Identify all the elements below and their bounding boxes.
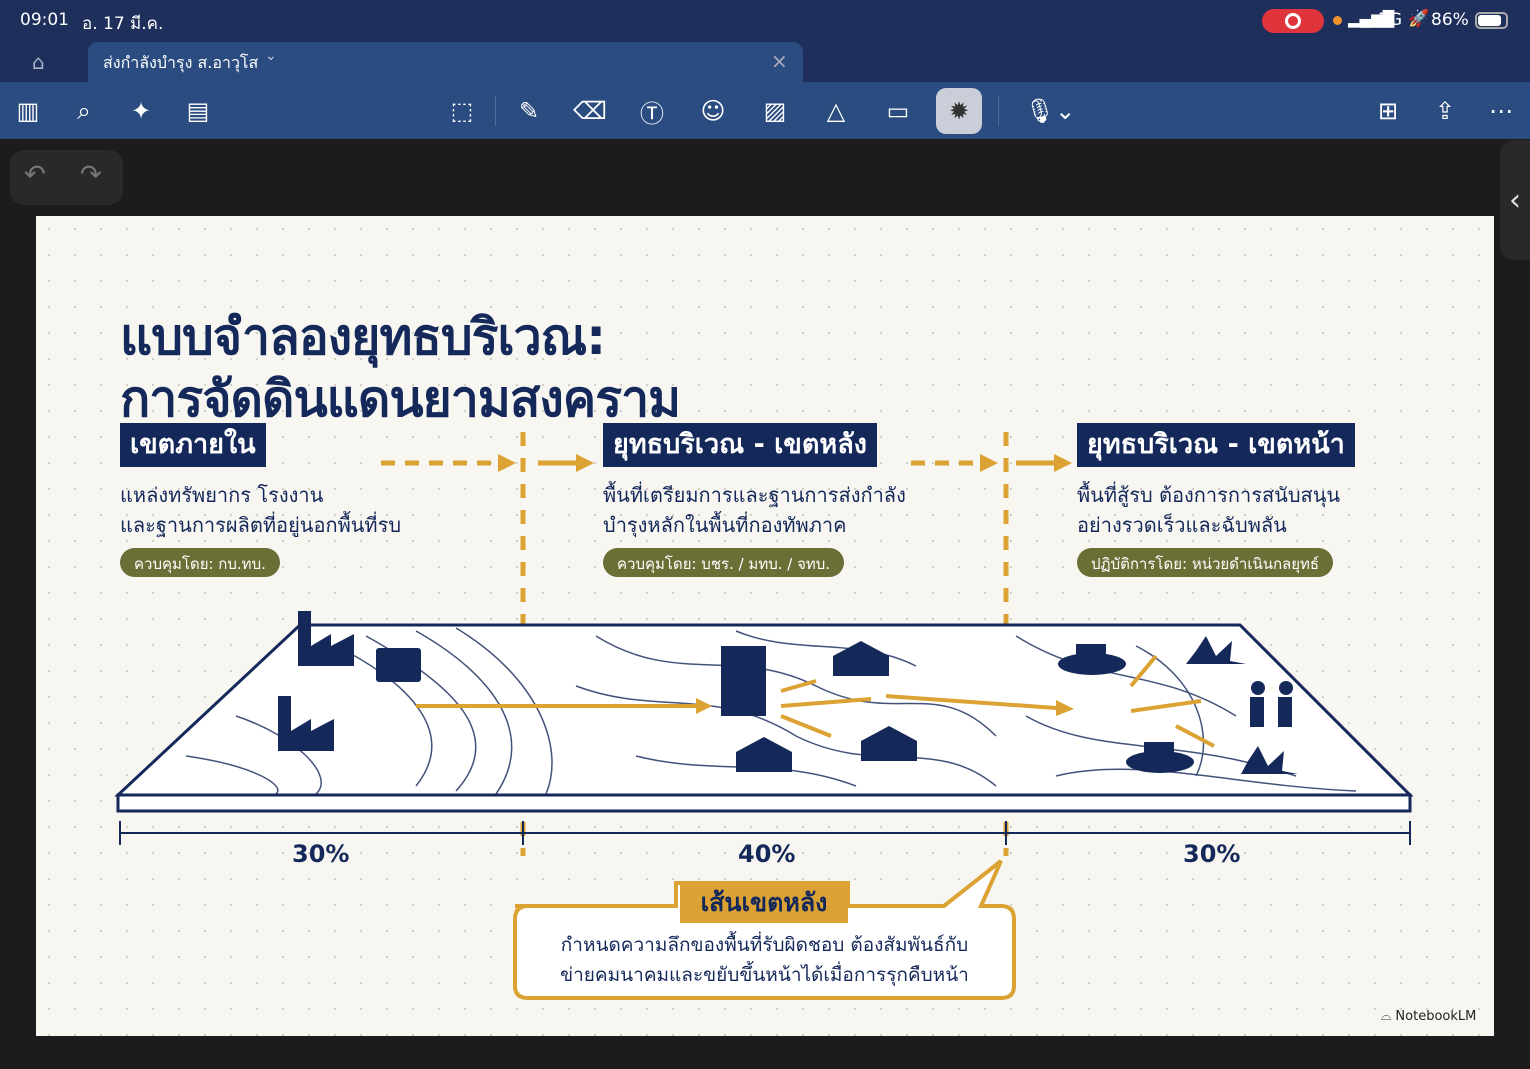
search-icon[interactable]: ⌕ <box>77 97 91 125</box>
signal-icon: ▂▄▆█ <box>1348 10 1395 28</box>
more-icon[interactable]: ⋯ <box>1489 97 1513 125</box>
tank-icon <box>1126 751 1194 773</box>
title-line-2: การจัดดินแดนยามสงคราม <box>120 370 681 428</box>
tank-icon <box>1058 653 1126 675</box>
supply-crates-icon <box>376 648 421 682</box>
notebooklm-watermark: ⌓ NotebookLM <box>1381 1009 1477 1024</box>
sidebar-icon[interactable]: ▥ <box>16 97 40 125</box>
notebooklm-logo-icon: ⌓ <box>1381 1009 1396 1024</box>
rocket-icon: 🚀 <box>1408 9 1430 29</box>
warehouse-icon <box>833 641 889 676</box>
zone-header-rear: ยุทธบริเวณ - เขตหลัง <box>603 423 877 467</box>
status-date: อ. 17 มี.ค. <box>82 14 164 34</box>
redo-icon[interactable]: ↷ <box>80 160 102 190</box>
undo-redo-group: ↶ ↷ <box>10 150 123 205</box>
chevron-down-icon[interactable]: ⌄ <box>265 48 277 64</box>
zone-control-pill-front: ปฏิบัติการโดย: หน่วยดำเนินกลยุทธ์ <box>1077 548 1334 577</box>
battery-icon <box>1475 12 1508 29</box>
laser-pointer-icon[interactable]: ✹ <box>936 88 982 134</box>
warehouse-icon <box>861 726 917 761</box>
title-line-1: แบบจำลองยุทธบริเวณ: <box>120 308 606 366</box>
explosion-icon <box>1186 636 1246 664</box>
tab-title: ส่งกำลังบำรุง ส.อาวุโส <box>103 53 259 72</box>
document-icon[interactable]: ▤ <box>186 97 210 125</box>
sticker-icon[interactable]: ☺ <box>700 97 726 125</box>
lasso-select-icon[interactable]: ⬚ <box>450 97 474 125</box>
zone-control-pill-rear: ควบคุมโดย: บชร. / มทบ. / จทบ. <box>603 548 845 577</box>
factory-icon <box>298 611 354 666</box>
home-icon[interactable]: ⌂ <box>32 50 45 74</box>
zone-desc-rear-1: พื้นที่เตรียมการและฐานการส่งกำลัง <box>603 483 906 507</box>
zone-desc-interior-2: และฐานการผลิตที่อยู่นอกพื้นที่รบ <box>120 513 402 537</box>
privacy-dot-icon <box>1333 16 1342 25</box>
explosion-icon <box>1241 746 1298 774</box>
network-type: 5G <box>1378 10 1402 30</box>
undo-icon[interactable]: ↶ <box>24 160 46 190</box>
infographic-canvas: แบบจำลองยุทธบริเวณ: การจัดดินแดนยามสงครา… <box>36 216 1494 1036</box>
zone-percent-rear: 40% <box>738 840 796 868</box>
zone-header-interior: เขตภายใน <box>120 423 266 467</box>
sticky-note-icon[interactable]: ▭ <box>886 97 910 125</box>
side-panel-handle[interactable]: ‹ <box>1500 140 1530 260</box>
callout-label: เส้นเขตหลัง <box>680 883 848 923</box>
share-icon[interactable]: ⇪ <box>1434 97 1456 125</box>
warehouse-icon <box>736 737 792 772</box>
image-icon[interactable]: ▨ <box>763 97 787 125</box>
zone-control-pill-interior: ควบคุมโดย: กบ.ทบ. <box>120 548 280 577</box>
callout-line-2: ข่ายคมนาคมและขยับขึ้นหน้าได้เมื่อการรุกค… <box>560 964 969 986</box>
soldiers-icon <box>1251 681 1265 695</box>
ai-sparkle-icon[interactable]: ✦ <box>130 97 152 125</box>
shapes-icon[interactable]: △ <box>826 97 846 125</box>
theater-map-illustration <box>114 432 1414 1000</box>
supply-depot-icon <box>721 646 766 716</box>
document-tab[interactable]: ส่งกำลังบำรุง ส.อาวุโส ⌄ × <box>88 42 803 82</box>
callout-bubble <box>513 859 1016 1000</box>
zone-desc-rear-2: บำรุงหลักในพื้นที่กองทัพภาค <box>603 513 847 537</box>
callout-line-1: กำหนดความลึกของพื้นที่รับผิดชอบ ต้องสัมพ… <box>560 934 969 956</box>
status-time: 09:01 <box>20 10 69 30</box>
add-page-icon[interactable]: ⊞ <box>1377 97 1399 125</box>
pen-icon[interactable]: ✎ <box>518 97 540 125</box>
mic-icon[interactable]: 🎙︎⌄ <box>1024 97 1076 125</box>
text-box-icon[interactable]: Ⓣ <box>640 99 664 128</box>
zone-percent-front: 30% <box>1183 840 1241 868</box>
zone-desc-front-2: อย่างรวดเร็วและฉับพลัน <box>1077 513 1287 537</box>
zone-desc-front-1: พื้นที่สู้รบ ต้องการการสนับสนุน <box>1077 483 1341 507</box>
zone-percent-interior: 30% <box>292 840 350 868</box>
close-tab-icon[interactable]: × <box>771 49 788 73</box>
status-bar: 09:01 อ. 17 มี.ค. ▂▄▆█ 5G 🚀 86% <box>0 0 1530 42</box>
eraser-icon[interactable]: ⌫ <box>573 97 607 125</box>
zone-header-front: ยุทธบริเวณ - เขตหน้า <box>1077 423 1355 467</box>
toolbar: ▥ ⌕ ✦ ▤ ⬚ ✎ ⌫ Ⓣ ☺ ▨ △ ▭ ✹ 🎙︎⌄ ⊞ ⇪ ⋯ <box>0 82 1530 139</box>
battery-percent: 86% <box>1431 10 1469 30</box>
zone-desc-interior-1: แหล่งทรัพยากร โรงงาน <box>120 483 324 507</box>
factory-icon <box>278 696 334 751</box>
screen-recording-indicator[interactable] <box>1262 9 1324 33</box>
